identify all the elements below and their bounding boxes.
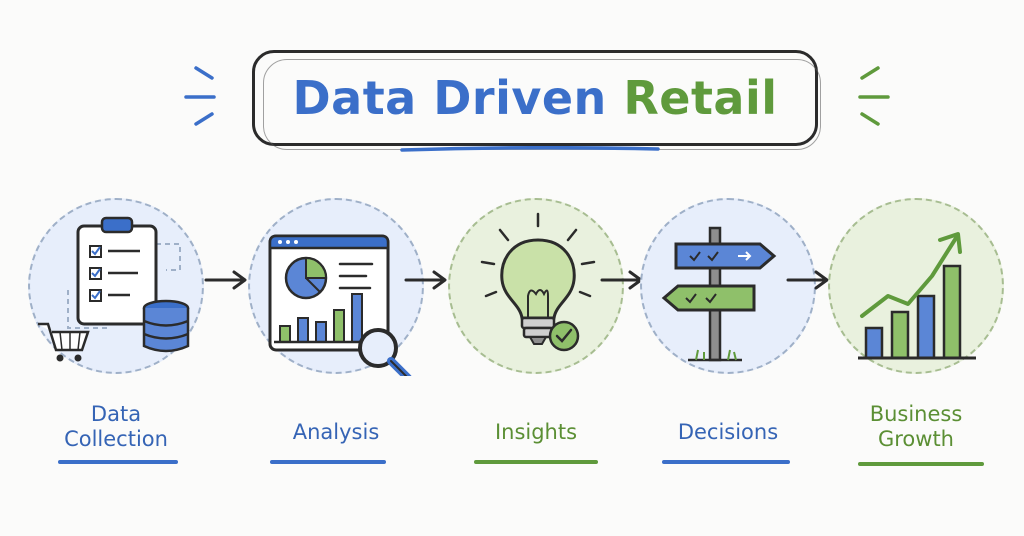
signpost-icon — [661, 226, 777, 362]
step-label: Insights — [494, 420, 578, 444]
step-circle — [448, 198, 624, 374]
step-label: Analysis — [292, 420, 380, 444]
step-circle — [640, 198, 816, 374]
label-underline — [270, 460, 386, 464]
label-underline — [858, 462, 984, 466]
step-analysis: Analysis — [248, 198, 424, 488]
title-underline — [400, 146, 660, 152]
arrow-right-icon — [786, 270, 829, 290]
step-circle — [248, 198, 424, 376]
right-sparkle-icon — [858, 66, 890, 126]
step-label: Decisions — [677, 420, 779, 444]
title-part-blue: Data Driven — [292, 71, 607, 125]
step-circle — [828, 198, 1004, 374]
label-underline — [58, 460, 178, 464]
title-frame: Data Driven Retail — [252, 50, 821, 150]
step-data-collection: Data Collection — [28, 198, 204, 488]
step-label: Business Growth — [869, 402, 963, 451]
step-circle — [28, 198, 204, 374]
growth-chart-icon — [858, 232, 976, 360]
step-insights: Insights — [448, 198, 624, 488]
arrow-right-icon — [404, 270, 447, 290]
label-underline — [474, 460, 598, 464]
clipboard-database-cart-icon — [38, 216, 190, 362]
step-label: Data Collection — [64, 402, 168, 451]
page-title: Data Driven Retail — [292, 71, 777, 125]
step-business-growth: Business Growth — [828, 198, 1004, 488]
step-decisions: Decisions — [640, 198, 816, 488]
lightbulb-check-icon — [480, 212, 596, 352]
title-part-green: Retail — [623, 71, 778, 125]
dashboard-magnifier-icon — [268, 234, 412, 376]
arrow-right-icon — [204, 270, 247, 290]
label-underline — [662, 460, 790, 464]
left-sparkle-icon — [184, 66, 216, 126]
